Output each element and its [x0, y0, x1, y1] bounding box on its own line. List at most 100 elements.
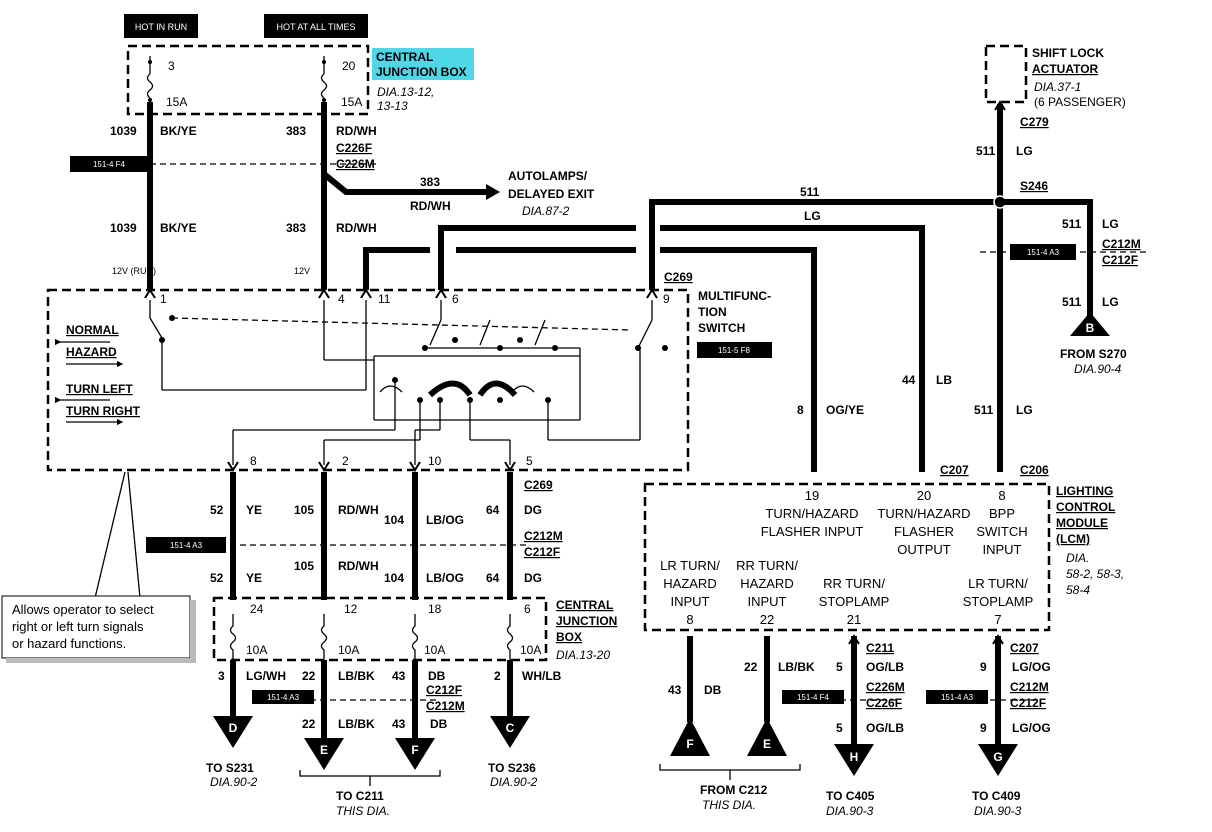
cjb-b-title-2: JUNCTION	[556, 614, 617, 628]
connector-c-triangle	[490, 716, 530, 748]
fuse-3-number: 3	[168, 59, 175, 73]
mf-pin-8: 8	[250, 454, 257, 468]
rw-c212m: C212M	[1102, 237, 1141, 251]
mf-pin-4: 4	[338, 292, 345, 306]
rw-ref: 151-4 A3	[1027, 248, 1060, 257]
bo-w43b-color: DB	[430, 717, 448, 731]
central-junction-box-bottom	[212, 596, 548, 662]
wire-8-ogye	[660, 247, 817, 472]
v12-run: 12V (RUN)	[112, 266, 156, 276]
lcm-pin22-l1: RR TURN/	[736, 558, 798, 573]
autolamps-color: RD/WH	[410, 199, 451, 213]
cjb-top-title-2: JUNCTION BOX	[376, 65, 467, 79]
conn-c226m: C226M	[336, 157, 375, 171]
central-junction-box-top	[126, 44, 370, 116]
w383-a-color: RD/WH	[336, 124, 377, 138]
autolamps-ref: DIA.87-2	[522, 204, 570, 218]
lo-w9a: 9	[980, 660, 987, 674]
lo-ref-a3-box	[926, 690, 988, 704]
rw-s246: S246	[1020, 179, 1048, 193]
rw-c206: C206	[1020, 463, 1049, 477]
lcm-pin8t: 8	[998, 488, 1005, 503]
bo-w22: 22	[302, 669, 316, 683]
lw-52-a-color: YE	[246, 503, 262, 517]
mf-bottom-pins	[227, 461, 516, 472]
connector-f2-triangle	[670, 718, 710, 756]
rw-511a-color: LG	[1016, 144, 1033, 158]
cjb-top-ref-1: DIA.13-12,	[377, 85, 434, 99]
mf-title-2: TION	[698, 305, 727, 319]
lo-w22-color: LB/BK	[778, 660, 815, 674]
wire-44-lb	[660, 225, 925, 472]
lw-104-b: 104	[384, 571, 404, 585]
lo-c212m: C212M	[1010, 680, 1049, 694]
fuse-3-icon	[146, 73, 154, 99]
connector-e: E	[320, 743, 328, 757]
lw-64-b: 64	[486, 571, 500, 585]
mf-turn-left: TURN LEFT	[66, 382, 133, 396]
mf-normal: NORMAL	[66, 323, 119, 337]
autolamps-line2: DELAYED EXIT	[508, 187, 595, 201]
lw-c212m: C212M	[524, 529, 563, 543]
autolamps-line1: AUTOLAMPS/	[508, 169, 588, 183]
wire-511-to-s270	[1000, 199, 1093, 330]
connector-f-triangle	[395, 738, 435, 770]
fuse-6: 6	[524, 602, 531, 616]
lo-ref-f4-box	[782, 690, 844, 704]
mf-ref-box	[697, 342, 772, 358]
bo-w3-color: LG/WH	[246, 669, 286, 683]
w1039-a: 1039	[110, 124, 137, 138]
rw-w8-color: OG/YE	[826, 403, 864, 417]
connector-b-triangle	[1070, 312, 1110, 336]
conn-c226f: C226F	[336, 141, 372, 155]
to-c409: TO C409	[972, 789, 1021, 803]
fuse-24-rating: 10A	[246, 643, 267, 657]
ref-151-4-f4-box	[70, 156, 148, 172]
mf-title-1: MULTIFUNC-	[698, 289, 771, 303]
w1039-b-color: BK/YE	[160, 221, 197, 235]
conn-c279: C279	[1020, 115, 1049, 129]
callout-leader-2	[127, 471, 141, 599]
w1039-b: 1039	[110, 221, 137, 235]
lo-ref-a3: 151-4 A3	[941, 693, 974, 702]
cjb-b-title-3: BOX	[556, 630, 582, 644]
callout-leader	[94, 471, 126, 599]
lcm-title-2: CONTROL	[1056, 500, 1115, 514]
mf-pin-2: 2	[342, 454, 349, 468]
lo-F: F	[686, 737, 693, 751]
bo-w3: 3	[218, 669, 225, 683]
w383-a: 383	[286, 124, 306, 138]
connector-c: C	[506, 721, 515, 735]
lo-c211: C211	[866, 641, 894, 655]
lo-c226m: C226M	[866, 680, 905, 694]
to-c211-ref: THIS DIA.	[336, 804, 390, 818]
cjb-b-fuses	[229, 614, 514, 660]
bo-w43b: 43	[392, 717, 406, 731]
connector-d: D	[229, 721, 238, 735]
rw-511c: 511	[1062, 295, 1082, 309]
to-s231-ref: DIA.90-2	[210, 775, 258, 789]
lo-w43-color: DB	[704, 683, 722, 697]
lcm-ref-3: 58-4	[1066, 583, 1090, 597]
callout-line3: or hazard functions.	[12, 636, 126, 651]
mf-pin-10: 10	[428, 454, 442, 468]
rw-w8: 8	[797, 403, 804, 417]
rw-511d-color: LG	[1016, 403, 1033, 417]
lcm-pin20-l2: FLASHER	[894, 524, 954, 539]
lcm-pin8: 8	[686, 612, 693, 627]
wire-pin11	[363, 247, 430, 290]
lw-c269: C269	[524, 478, 553, 492]
shift-lock-ref: DIA.37-1	[1034, 80, 1081, 94]
autolamps-circuit: 383	[420, 175, 440, 189]
mf-connector: C269	[664, 270, 693, 284]
fuse-12-rating: 10A	[338, 643, 359, 657]
bo-w22-color: LB/BK	[338, 669, 375, 683]
lw-104-b-color: LB/OG	[426, 571, 464, 585]
wire-pin9-511	[649, 199, 1000, 290]
lw-105-b-color: RD/WH	[338, 559, 379, 573]
lw-52-a: 52	[210, 503, 224, 517]
connector-g-triangle	[978, 744, 1018, 776]
callout-line2: right or left turn signals	[12, 619, 144, 634]
mf-pin-1: 1	[160, 292, 167, 306]
